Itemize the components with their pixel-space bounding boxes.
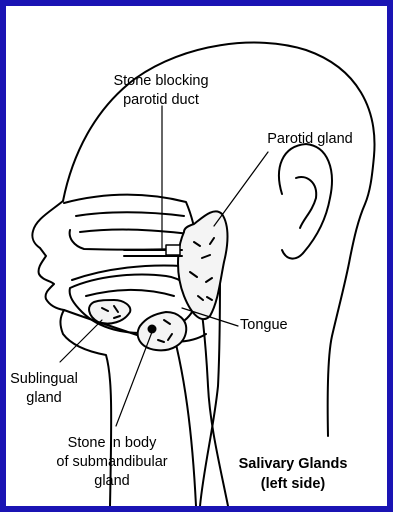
label-parotid-gland: Parotid gland [250,130,370,149]
label-sublingual-gland: Sublingual gland [6,370,84,408]
nasal-cavity [64,195,198,250]
diagram-frame: Stone blocking parotid duct Parotid glan… [6,6,387,506]
leader-parotid [214,152,268,226]
ear [279,144,332,259]
diagram-title: Salivary Glands (left side) [218,454,368,494]
sublingual-gland-shape [89,300,130,324]
leader-submandibular [116,332,152,426]
submandibular-gland-shape [138,312,187,350]
label-stone-blocking-parotid-duct: Stone blocking parotid duct [96,72,226,110]
label-stone-in-submandibular: Stone in body of submandibular gland [42,434,182,491]
leader-sublingual [60,320,102,362]
label-tongue: Tongue [240,316,320,335]
